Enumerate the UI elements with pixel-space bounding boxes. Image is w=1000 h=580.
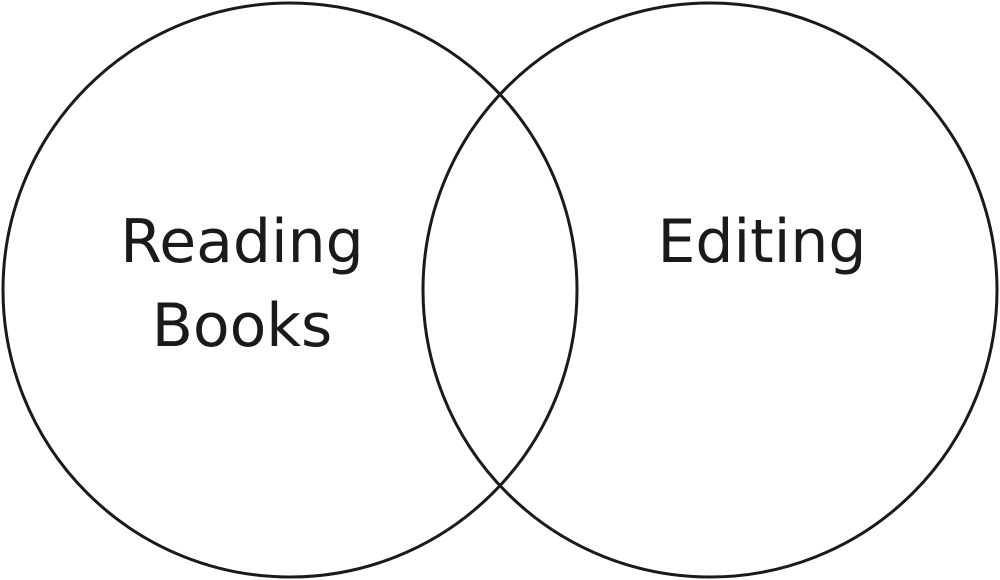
left-set-label: Reading Books	[120, 207, 364, 361]
right-set-circle	[421, 1, 999, 579]
right-set-label: Editing	[657, 207, 867, 277]
left-set-circle	[1, 1, 579, 579]
